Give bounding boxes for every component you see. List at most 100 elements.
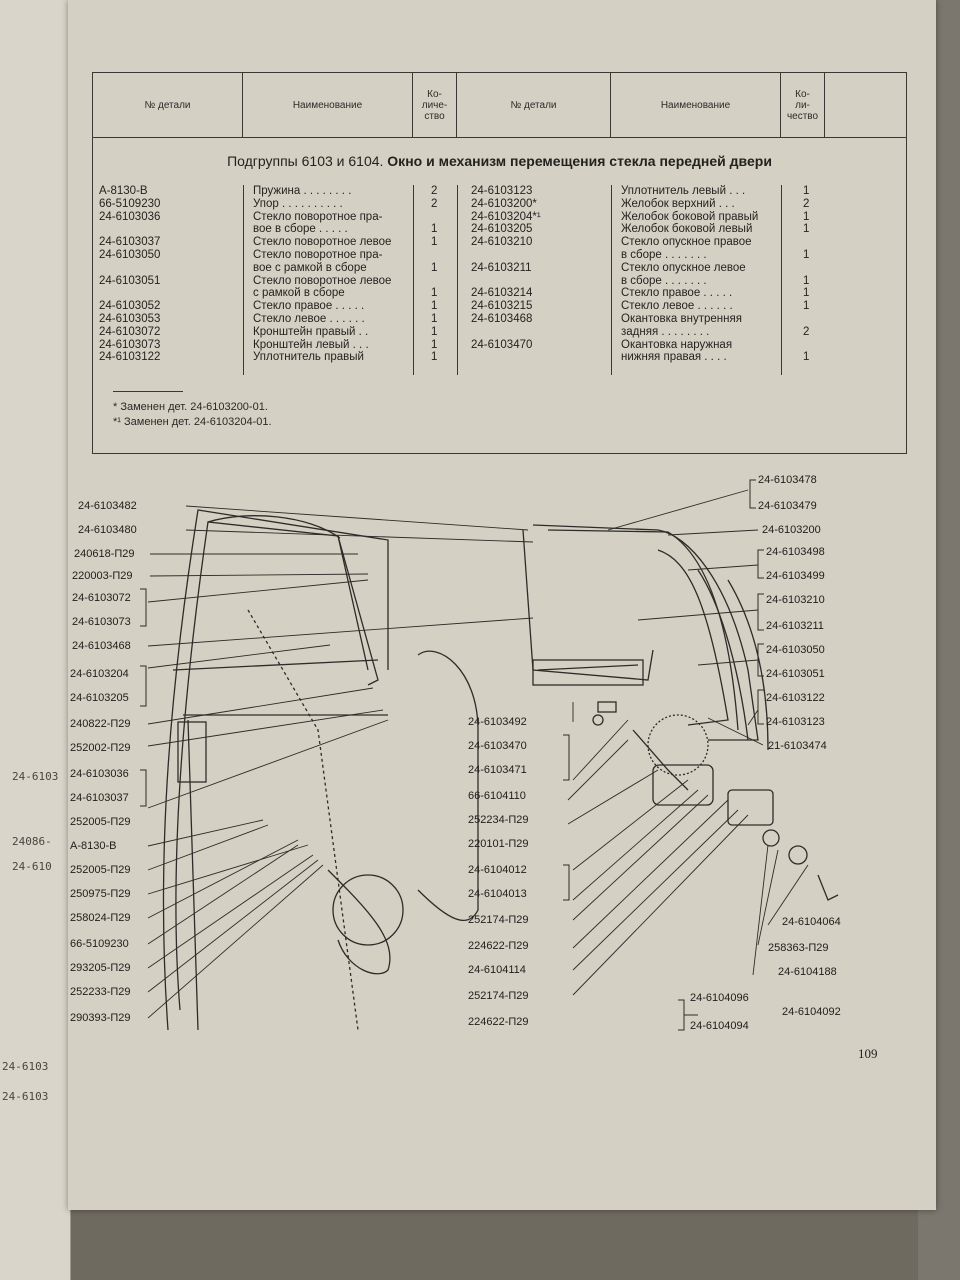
cell-qty: 1 [803, 210, 810, 223]
cell-no: 24-6103123 [471, 185, 533, 197]
cell-no: 24-6103210 [471, 236, 533, 249]
cell-name: Кронштейн правый . . [253, 325, 369, 338]
cell-qty: 1 [803, 287, 810, 300]
column-divider [243, 185, 244, 375]
cell-name: Кронштейн левый . . . [253, 338, 369, 351]
part-label: 24-6104092 [782, 1006, 841, 1018]
header-part-no: № детали [93, 73, 243, 137]
cell-name: Стекло поворотное пра- [253, 210, 383, 223]
cell-qty: 1 [431, 236, 438, 249]
cell-no: 24-6103211 [471, 261, 532, 274]
cell-no: 24-6103214 [471, 287, 533, 300]
part-label: 24-6103204 [70, 668, 129, 680]
section-title: Подгруппы 6103 и 6104. Окно и механизм п… [93, 153, 906, 169]
part-label: 24-6103480 [78, 524, 137, 536]
facing-page-text: 24-610 [12, 860, 52, 873]
part-label: 24-6103478 [758, 474, 817, 486]
part-label: 24-6103050 [766, 644, 825, 656]
facing-page-edge: 24-6103 24086- 24-610 24-6103 24-6103 [0, 0, 71, 1280]
part-label: 24-6103205 [70, 692, 129, 704]
cell-name: в сборе . . . . . . . [621, 274, 707, 287]
cell-name: Стекло правое . . . . . [253, 300, 365, 313]
part-label: 252174-П29 [468, 914, 529, 926]
cell-name: Желобок боковой правый [621, 210, 759, 223]
cell-no: 24-6103215 [471, 300, 533, 313]
part-label: 252174-П29 [468, 990, 529, 1002]
cell-qty: 2 [431, 185, 438, 197]
cell-no: 24-6103050 [99, 249, 161, 261]
cell-name: Окантовка внутренняя [621, 313, 742, 325]
cell-qty: 1 [431, 313, 438, 325]
cell-name: вое в сборе . . . . . [253, 223, 348, 236]
catalog-page: № детали Наименование Ко- личе- ство № д… [68, 0, 936, 1210]
part-label: 24-6104096 [690, 992, 749, 1004]
cell-name: Стекло левое . . . . . . [253, 313, 365, 325]
cell-no: 24-6103051 [99, 274, 161, 287]
part-label: 252005-П29 [70, 816, 131, 828]
part-label: А-8130-В [70, 840, 117, 852]
column-divider [457, 185, 458, 375]
cell-no: 24-6103200* [471, 197, 537, 210]
cell-qty: 2 [803, 197, 810, 210]
part-label: 24-6103470 [468, 740, 527, 752]
cell-qty: 1 [431, 351, 438, 364]
cell-no: 24-6103036 [99, 210, 161, 223]
cell-no: 24-6103072 [99, 325, 161, 338]
part-label: 24-6103072 [72, 592, 131, 604]
part-label: 224622-П29 [468, 1016, 529, 1028]
part-label: 250975-П29 [70, 888, 131, 900]
cell-qty: 1 [803, 185, 810, 197]
part-label: 24-6103036 [70, 768, 129, 780]
door-window-diagram: 24-6103482 24-6103480 240618-П29 220003-… [68, 470, 936, 1040]
footnote-1: * Заменен дет. 24-6103200-01. [113, 401, 268, 413]
cell-name: Стекло поворотное левое [253, 274, 392, 287]
part-label: 252234-П29 [468, 814, 529, 826]
cell-name: Желобок боковой левый [621, 223, 753, 236]
cell-name: Стекло правое . . . . . [621, 287, 733, 300]
cell-qty: 1 [431, 223, 438, 236]
part-label: 24-6104188 [778, 966, 837, 978]
part-label: 220101-П29 [468, 838, 529, 850]
part-label: 258024-П29 [70, 912, 131, 924]
part-label: 24-6103200 [762, 524, 821, 536]
parts-table: № детали Наименование Ко- личе- ство № д… [92, 72, 907, 454]
part-label: 21-6103474 [768, 740, 827, 752]
part-label: 252005-П29 [70, 864, 131, 876]
part-label: 24-6103073 [72, 616, 131, 628]
cell-qty: 2 [431, 197, 438, 210]
part-label: 24-6103051 [766, 668, 825, 680]
part-label: 240822-П29 [70, 718, 131, 730]
part-label: 24-6103122 [766, 692, 825, 704]
part-label: 24-6103499 [766, 570, 825, 582]
table-header: № детали Наименование Ко- личе- ство № д… [93, 73, 906, 138]
header-name: Наименование [243, 73, 413, 137]
cell-name: Уплотнитель левый . . . [621, 185, 746, 197]
column-divider [413, 185, 414, 375]
cell-name: задняя . . . . . . . . [621, 325, 710, 338]
cell-name: в сборе . . . . . . . [621, 249, 707, 261]
part-label: 24-6103468 [72, 640, 131, 652]
diagram-drawing [140, 479, 839, 1031]
part-label: 24-6103210 [766, 594, 825, 606]
cell-no: 24-6103052 [99, 300, 161, 313]
header-part-no-right: № детали [457, 73, 611, 137]
cell-no: 66-5109230 [99, 197, 161, 210]
cell-qty: 1 [431, 300, 438, 313]
column-divider [781, 185, 782, 375]
cell-name: Упор . . . . . . . . . . [253, 197, 343, 210]
cell-no: А-8130-В [99, 185, 148, 197]
part-label: 252233-П29 [70, 986, 131, 998]
cell-no: 24-6103122 [99, 351, 161, 364]
facing-page-text: 24-6103 [2, 1090, 49, 1103]
part-label: 24-6103471 [468, 764, 527, 776]
cell-name: Стекло поворотное левое [253, 236, 392, 249]
part-label: 224622-П29 [468, 940, 529, 952]
part-label: 24-6104013 [468, 888, 527, 900]
part-label: 252002-П29 [70, 742, 131, 754]
cell-qty: 1 [431, 325, 438, 338]
part-label: 293205-П29 [70, 962, 131, 974]
part-label: 24-6103482 [78, 500, 137, 512]
cell-qty: 1 [431, 338, 438, 351]
section-title-number: Подгруппы 6103 и 6104. [227, 153, 384, 169]
facing-page-text: 24-6103 [2, 1060, 49, 1073]
